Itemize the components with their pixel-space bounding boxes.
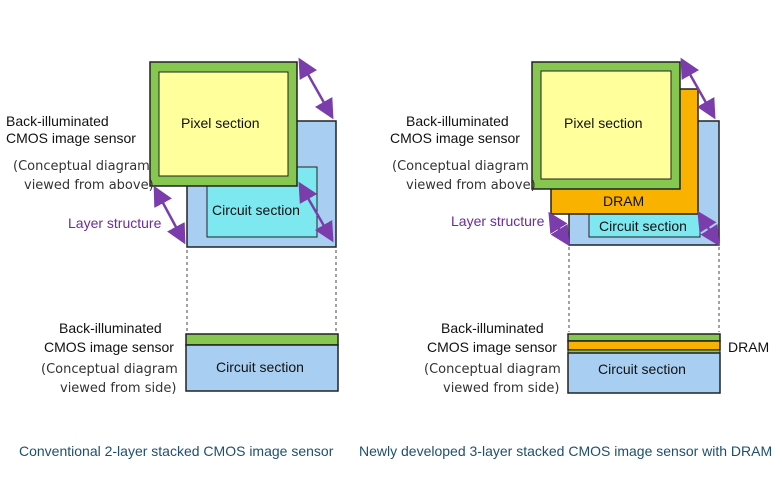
right-side-view: Circuit section — [567, 333, 721, 394]
right-side-sub-line2: viewed from side) — [443, 381, 559, 396]
right-side-pixel-layer — [567, 333, 721, 342]
left-side-view: Circuit section — [185, 333, 339, 392]
left-top-label-line2: CMOS image sensor — [6, 130, 136, 146]
left-depth-arrow-mid — [298, 181, 334, 243]
left-top-sub-line1: (Conceptual diagram — [13, 159, 150, 174]
right-top-sub-line2: viewed from above) — [406, 178, 536, 193]
right-dram-label: DRAM — [603, 193, 644, 209]
left-depth-arrow-bottom — [153, 185, 186, 245]
left-layer-structure-label: Layer structure — [68, 215, 162, 231]
left-top-view: Circuit section Pixel section Layer stru… — [68, 57, 337, 248]
left-side-pixel-layer — [185, 333, 339, 346]
right-side-label-line1: Back-illuminated — [441, 320, 544, 336]
left-pixel-label: Pixel section — [181, 115, 260, 131]
right-depth-arrow-mid — [697, 210, 720, 247]
left-caption: Conventional 2-layer stacked CMOS image … — [19, 443, 334, 459]
right-circuit-label: Circuit section — [599, 218, 687, 234]
right-depth-arrow-bottom — [548, 211, 570, 247]
right-top-sub-line1: (Conceptual diagram — [392, 159, 529, 174]
left-pixel-section — [158, 71, 289, 177]
left-side-circuit-layer — [185, 344, 339, 392]
right-side-dram-layer — [567, 340, 721, 351]
right-side-sub-line1: (Conceptual diagram — [424, 362, 561, 377]
right-caption: Newly developed 3-layer stacked CMOS ima… — [359, 443, 772, 459]
right-top-label-line2: CMOS image sensor — [390, 130, 520, 146]
right-side-dram-label: DRAM — [728, 339, 769, 355]
left-top-label-line1: Back-illuminated — [6, 113, 109, 129]
left-side-label-line2: CMOS image sensor — [44, 339, 174, 355]
left-side-circuit-label: Circuit section — [216, 359, 304, 375]
left-circuit-label: Circuit section — [212, 202, 300, 218]
right-side-circuit-label: Circuit section — [598, 361, 686, 377]
right-side-circuit-layer — [567, 352, 721, 394]
left-top-sub-line2: viewed from above) — [24, 178, 154, 193]
right-pixel-section — [540, 70, 672, 180]
left-depth-arrow-top — [298, 57, 334, 120]
right-top-label-line1: Back-illuminated — [406, 113, 509, 129]
left-side-label-line1: Back-illuminated — [59, 320, 162, 336]
right-depth-arrow-top — [680, 57, 716, 120]
right-side-label-line2: CMOS image sensor — [427, 339, 557, 355]
right-pixel-label: Pixel section — [564, 115, 643, 131]
left-side-sub-line1: (Conceptual diagram — [41, 362, 178, 377]
left-side-sub-line2: viewed from side) — [60, 381, 176, 396]
right-layer-structure-label: Layer structure — [451, 213, 545, 229]
right-top-view: Circuit section DRAM Pixel section Layer… — [451, 57, 720, 247]
